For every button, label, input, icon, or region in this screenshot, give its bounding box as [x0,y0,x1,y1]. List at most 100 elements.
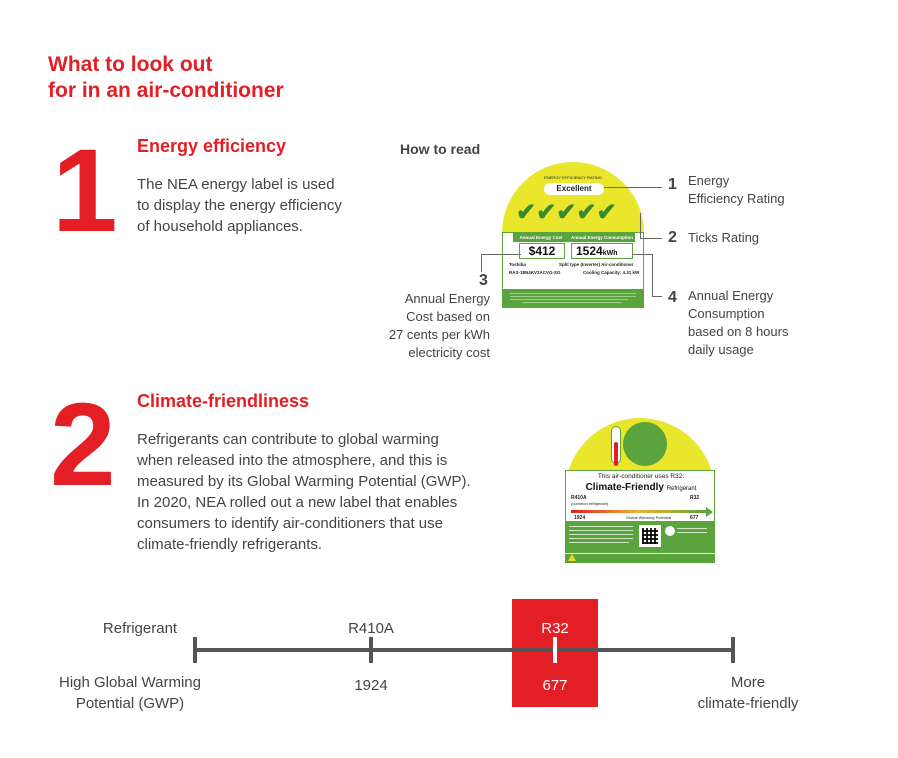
body-line: The NEA energy label is used [137,176,335,193]
scale-point-gwp-r32: 677 [542,677,568,694]
body-line: of household appliances. [137,218,303,235]
panel-text-line [569,526,633,527]
footer-text-line [510,299,628,300]
body-line: when released into the atmosphere, and t… [137,452,448,469]
end-label-line: climate-friendly [697,695,799,712]
gwp-scale-line [195,648,735,652]
callout-line: Energy [688,173,730,188]
scale-point-name-r32: R32 [541,620,569,637]
scale-point-name-r410a: R410A [348,620,394,637]
leader-line-2-vert [640,213,641,238]
callout-line: Consumption [688,306,765,321]
how-to-read-label: How to read [400,141,481,157]
panel-text-line [569,542,629,543]
warning-icon [568,554,576,561]
thermometer-fill [614,442,618,466]
body-line: climate-friendly refrigerants. [137,536,323,553]
consumption-header: Annual Energy Consumption [569,233,635,242]
callout-line: electricity cost [408,345,490,360]
refrigerant-row-label: Refrigerant [102,620,178,637]
gwp-row-label: High Global Warming Potential (GWP) [50,672,210,714]
qr-code-icon [639,525,661,547]
climate-label-text-box: This air-conditioner uses R32: Climate-F… [565,470,715,522]
callout-text-3: Annual Energy Cost based on 27 cents per… [360,290,490,362]
label-value-band: Annual Energy Cost Annual Energy Consump… [502,232,644,290]
energy-label-image: ENERGY EFFICIENCY RATING Excellent ✔✔✔✔✔… [502,162,644,308]
leader-line-4-vert [652,254,653,296]
climate-label-bottom-strip [565,553,715,563]
callout-text-1: Energy Efficiency Rating [688,172,785,208]
footer-text-line [522,302,622,303]
callout-line: 27 cents per kWh [388,327,490,342]
scale-tick-r410a [369,637,373,663]
body-line: measured by its Global Warming Potential… [137,473,471,490]
footer-text-line [510,296,636,297]
section-heading-climate-friendliness: Climate-friendliness [137,391,310,411]
label-top-text: ENERGY EFFICIENCY RATING [544,175,602,180]
rating-pill: Excellent [544,183,604,195]
section-body-energy-efficiency: The NEA energy label is used to display … [137,174,377,237]
panel-text-line [677,532,707,533]
callout-text-4: Annual Energy Consumption based on 8 hou… [688,287,788,359]
panel-text-line [569,530,633,531]
label-left-ref: R410A [571,495,587,501]
body-line: Refrigerants can contribute to global wa… [137,431,439,448]
callout-number-4: 4 [668,289,677,306]
panel-text-line [569,534,633,535]
consumption-number: 1524 [576,244,603,258]
footer-text-line [510,293,636,294]
leader-line-2-horiz [640,238,662,239]
refrigerant-text: Refrigerant [666,486,697,492]
section-number-1: 1 [52,125,118,257]
callout-line: daily usage [688,342,754,357]
page-title: What to look out for in an air-condition… [48,52,284,104]
label-right-val: 677 [690,515,699,521]
scale-point-gwp-r410a: 1924 [354,677,388,694]
section-heading-energy-efficiency: Energy efficiency [137,136,287,156]
earth-icon [623,422,667,466]
more-climate-friendly-label: More climate-friendly [680,672,816,714]
consumption-unit: kWh [602,250,618,257]
consumption-value: 1524kWh [571,243,633,259]
scale-tick-start [193,637,197,663]
title-line-1: What to look out [48,53,213,76]
callout-text-2: Ticks Rating [688,229,759,247]
section-number-2: 2 [50,379,116,511]
callout-line: Ticks Rating [688,230,760,245]
gwp-arrow [571,510,707,513]
body-line: to display the energy efficiency [137,197,342,214]
leader-line-3-vert [481,254,482,272]
callout-number-3: 3 [479,272,488,289]
callout-line: based on 8 hours [688,324,789,339]
section-body-climate-friendliness: Refrigerants can contribute to global wa… [137,429,497,555]
climate-friendly-label-image: This air-conditioner uses R32: Climate-F… [565,418,715,563]
label-right-ref: R32 [690,495,700,501]
callout-line: Annual Energy [688,288,774,303]
climate-label-line2: Climate-Friendly Refrigerant [566,482,716,493]
gwp-arrowhead-icon [706,507,713,517]
end-label-line: More [730,674,766,691]
leader-line-3-horiz [481,254,521,255]
callout-line: Annual Energy [404,291,490,306]
gwp-caption: Global Warming Potential [626,515,672,520]
cost-header: Annual Energy Cost [513,233,569,242]
scale-tick-r32 [553,637,557,663]
climate-label-line1: This air-conditioner uses R32: [597,473,685,480]
label-model: RAS-18N4KV2ACVG-SG [509,270,561,275]
callout-number-1: 1 [668,176,677,193]
callout-line: Cost based on [406,309,490,324]
label-footer [502,290,644,308]
panel-text-line [677,528,707,529]
callout-line: Efficiency Rating [688,191,785,206]
tick-marks: ✔✔✔✔✔ [516,199,617,226]
gwp-row-label-line: Potential (GWP) [75,695,185,712]
cost-value: $412 [519,243,565,259]
climate-friendly-text: Climate-Friendly [585,482,664,493]
label-brand: Toshiba [509,262,526,267]
callout-number-2: 2 [668,229,677,246]
leader-line-4-end [652,296,662,297]
scale-tick-end [731,637,735,663]
leader-line-1 [604,187,662,188]
body-line: In 2020, NEA rolled out a new label that… [137,494,458,511]
leader-line-4-horiz [632,254,652,255]
